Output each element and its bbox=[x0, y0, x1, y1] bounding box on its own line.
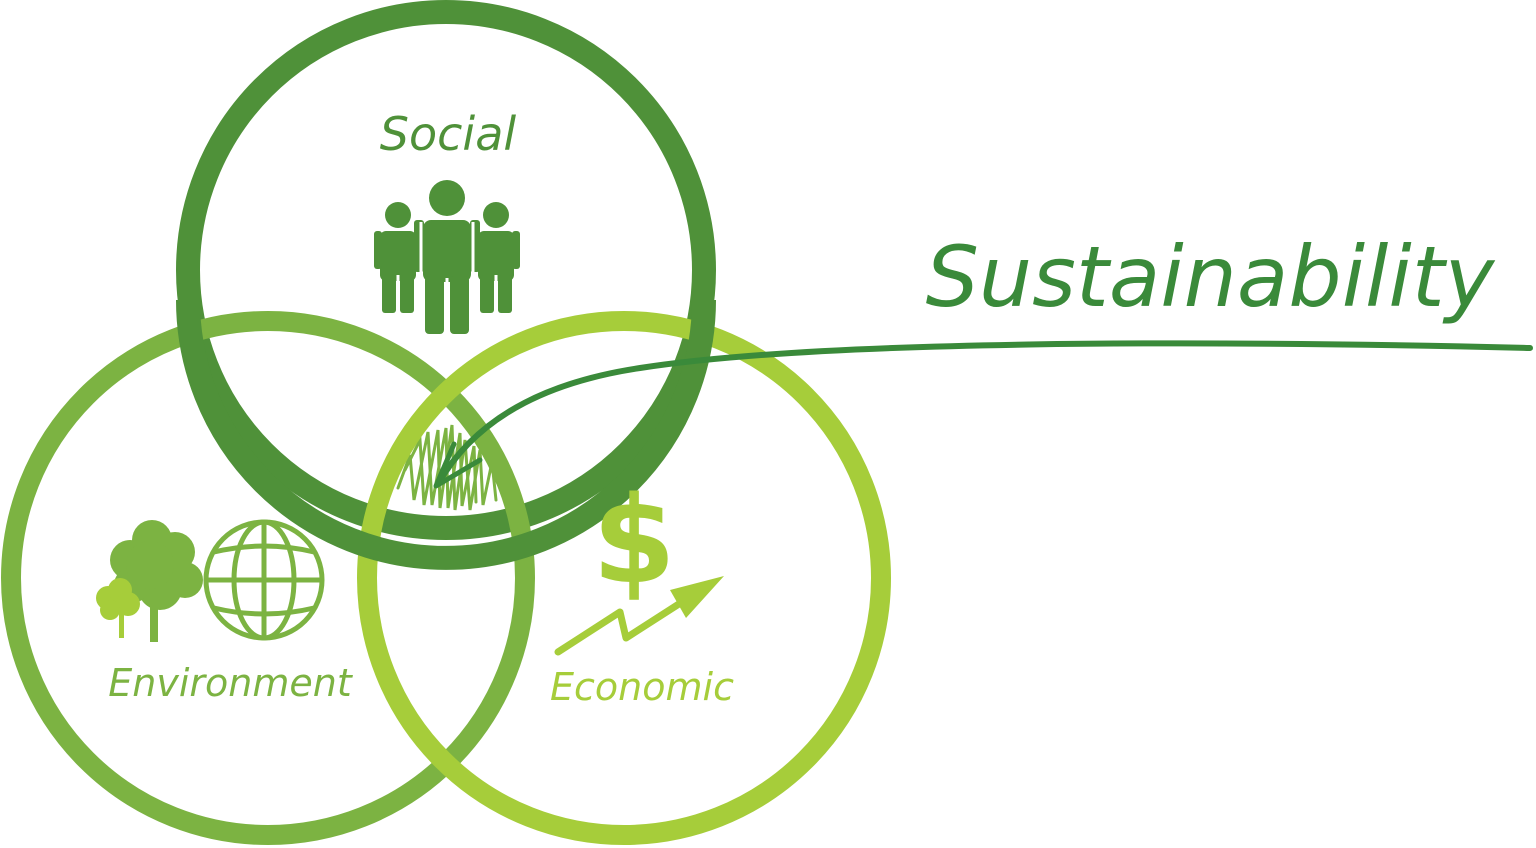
sustainability-title: Sustainability bbox=[926, 228, 1496, 326]
trend-arrow-icon bbox=[554, 576, 724, 656]
intersection-hatch bbox=[396, 424, 498, 511]
people-icon bbox=[374, 180, 520, 336]
pointer-arrow-icon bbox=[433, 340, 1533, 489]
social-circle bbox=[176, 0, 716, 540]
economic-label: Economic bbox=[550, 665, 734, 709]
environment-label: Environment bbox=[108, 661, 354, 705]
tree-icon bbox=[96, 520, 203, 642]
environment-circle bbox=[1, 311, 535, 845]
social-circle-overlap bbox=[176, 299, 716, 570]
economic-circle bbox=[357, 311, 891, 845]
svg-text:$: $ bbox=[592, 472, 676, 611]
social-label: Social bbox=[380, 107, 517, 161]
globe-icon bbox=[203, 519, 325, 641]
dollar-icon: $ bbox=[592, 472, 676, 611]
